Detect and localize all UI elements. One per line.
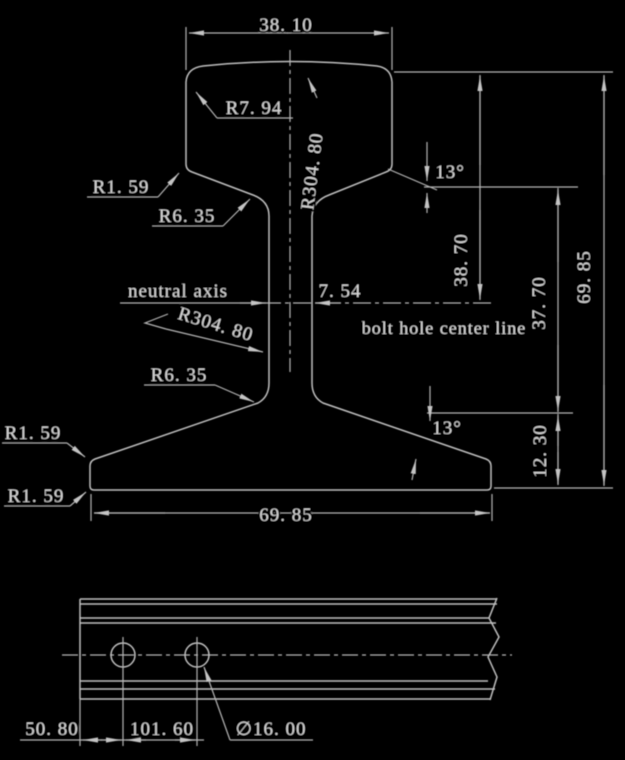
angle-head-fishing-label: 13° <box>435 162 465 183</box>
dim-base-width-label: 69. 85 <box>259 505 313 526</box>
dim-hole-spacing-label: 101. 60 <box>130 719 194 740</box>
rail-cross-section-outline <box>89 60 492 491</box>
upper-fishing-slope-extension <box>387 168 438 191</box>
r1-59-upper-leader <box>157 172 180 198</box>
dia-16-leader <box>203 666 231 741</box>
dim-base-edge-to-bottom-label: 12. 30 <box>530 424 551 478</box>
r6-35-upper-leader <box>222 198 251 227</box>
r304-80-web-leader <box>165 328 264 353</box>
r304-80-crown-leader <box>307 77 318 99</box>
angle-base-fishing-label: 13° <box>432 418 462 439</box>
neutral-axis-label: neutral axis <box>128 281 228 302</box>
side-view-break-line <box>487 597 500 701</box>
r304-80-web-leader-zigzag <box>143 313 169 330</box>
radius-upper-web-fillet-label: R6. 35 <box>159 206 216 227</box>
radius-base-edge-upper-label: R1. 59 <box>5 423 62 444</box>
dim-web-thickness-label: 7. 54 <box>319 281 362 302</box>
dim-head-width-label: 38. 10 <box>259 15 313 36</box>
dim-fishing-height-label: 37. 70 <box>529 276 550 330</box>
r1-59-lower1-leader <box>66 442 86 458</box>
radius-lower-web-fillet-label: R6. 35 <box>151 365 208 386</box>
dim-hole-diameter-label: ∅16. 00 <box>235 719 306 740</box>
r7-94-leader <box>195 91 218 119</box>
dim-rail-height-label: 69. 85 <box>574 250 595 304</box>
r1-59-lower2-leader <box>69 491 87 507</box>
radius-web-face-label: R304. 80 <box>175 303 255 346</box>
bolt-hole-center-line-label: bolt hole center line <box>362 318 526 338</box>
angle-13-bottom-arrow-lower <box>410 458 417 481</box>
dim-head-to-bolt-hole-label: 38. 70 <box>451 233 472 287</box>
radius-base-edge-lower-label: R1. 59 <box>8 486 65 507</box>
r6-35-lower-leader <box>214 384 255 403</box>
dim-end-to-hole-label: 50. 80 <box>25 719 79 740</box>
radius-head-corner-label: R7. 94 <box>226 98 283 119</box>
radius-upper-head-fillet-label: R1. 59 <box>93 177 150 198</box>
radius-head-crown-label: R304. 80 <box>297 131 327 211</box>
